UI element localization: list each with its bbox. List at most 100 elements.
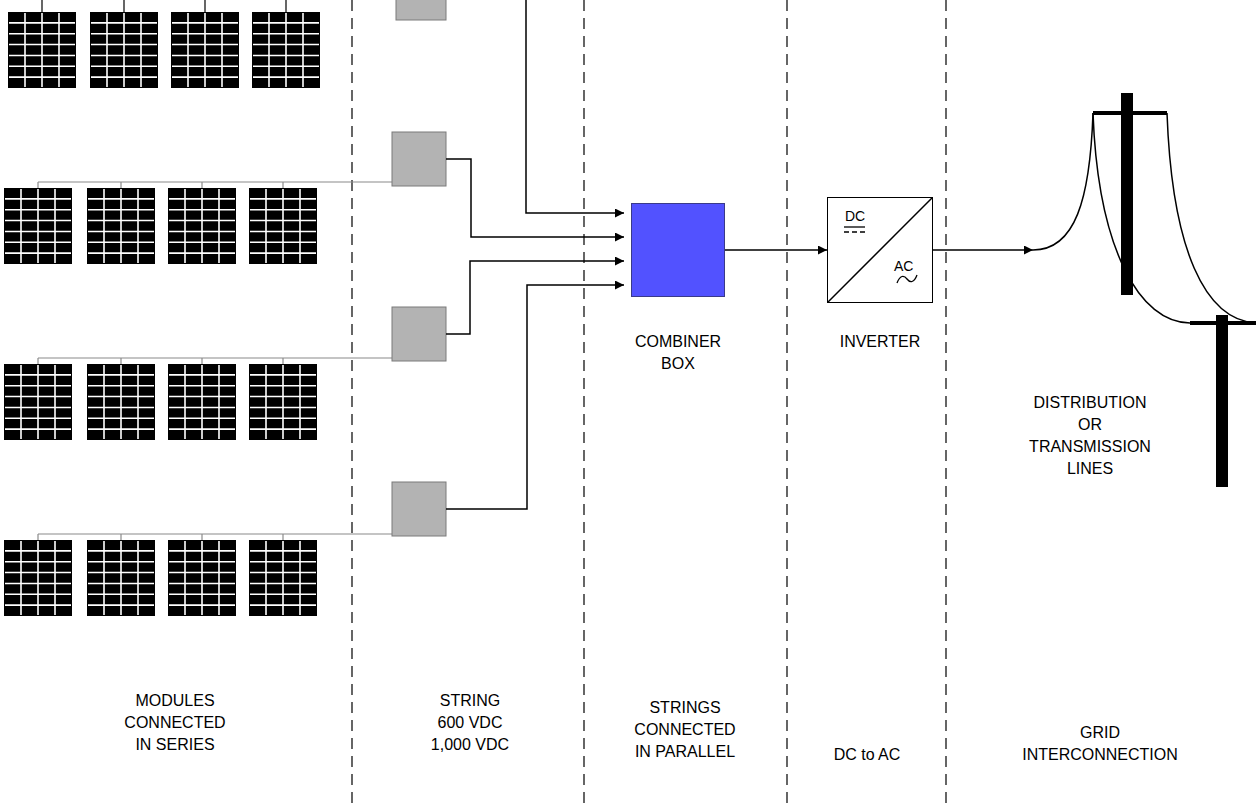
cell-gap [250,252,316,254]
pole [1121,93,1133,295]
cell-gap [20,189,22,263]
cell-gap [201,541,203,615]
module-frame [249,540,317,616]
cell-gap [5,417,71,419]
cell-gap [37,189,39,263]
module-frame [249,188,317,264]
box-text: AC [894,258,913,274]
cell-gap [265,189,267,263]
dashed-divider [583,0,584,806]
cell-gap [187,13,189,87]
cell-gap [172,65,238,67]
cell-gap [88,417,154,419]
cell-gap [250,417,316,419]
section-label: MODULES CONNECTED IN SERIES [118,690,233,756]
cell-gap [103,541,105,615]
cell-gap [88,252,154,254]
string-box [396,0,446,20]
ac-symbol [897,275,917,283]
module-lead [123,0,124,12]
cell-gap [184,365,186,439]
cell-gap [250,220,316,222]
cell-gap [9,33,75,35]
cell-gap [169,209,235,211]
solar-module [87,364,155,440]
cell-gap [20,541,22,615]
divider-diagonal [827,197,933,303]
string-box [392,132,446,186]
cell-gap [184,189,186,263]
module-lead [285,0,286,12]
cell-gap [5,385,71,387]
cell-gap [106,13,108,87]
cell-gap [58,13,60,87]
cell-gap [172,33,238,35]
cell-gap [9,44,75,46]
power-line [1033,113,1093,250]
cell-gap [250,593,316,595]
cell-gap [250,198,316,200]
dc-symbol [844,231,865,232]
cell-gap [282,189,284,263]
cell-gap [169,374,235,376]
feed-arrow [446,261,624,334]
dashed-divider [786,0,787,806]
dc-symbol [844,226,865,227]
cell-gap [88,231,154,233]
solar-module [4,188,72,264]
cell-gap [91,76,157,78]
cell-gap [169,583,235,585]
cell-gap [91,55,157,57]
module-lead [282,358,283,364]
solar-module [90,12,158,88]
cell-gap [169,604,235,606]
cell-gap [9,55,75,57]
cell-gap [91,65,157,67]
cell-gap [250,550,316,552]
module-lead [120,182,121,188]
cell-gap [9,65,75,67]
cell-gap [137,541,139,615]
cell-gap [299,365,301,439]
cell-gap [54,541,56,615]
section-label: DISTRIBUTION OR TRANSMISSION LINES [1029,392,1151,480]
cell-gap [5,561,71,563]
cell-gap [250,396,316,398]
cell-gap [218,541,220,615]
module-lead [201,534,202,540]
cell-gap [169,220,235,222]
cell-gap [88,407,154,409]
dashed-divider [351,0,352,806]
module-frame [90,12,158,88]
cell-gap [250,209,316,211]
cell-gap [41,13,43,87]
cell-gap [91,44,157,46]
cell-gap [24,13,26,87]
cell-gap [221,13,223,87]
string-box [392,307,446,361]
cell-gap [88,198,154,200]
module-frame [8,12,76,88]
cell-gap [268,13,270,87]
feed-arrow [446,159,624,237]
crossarm [1093,111,1167,115]
cell-gap [5,241,71,243]
module-lead [201,358,202,364]
solar-module [249,540,317,616]
cell-gap [9,22,75,24]
module-lead [120,534,121,540]
box-heading: INVERTER [840,331,921,353]
cell-gap [169,241,235,243]
cell-gap [5,550,71,552]
cell-gap [265,541,267,615]
solar-module [8,12,76,88]
cell-gap [250,374,316,376]
cell-gap [253,44,319,46]
cell-gap [37,365,39,439]
solar-module [87,540,155,616]
cell-gap [88,428,154,430]
cell-gap [282,365,284,439]
module-lead [201,182,202,188]
solar-module [171,12,239,88]
solar-module [249,364,317,440]
